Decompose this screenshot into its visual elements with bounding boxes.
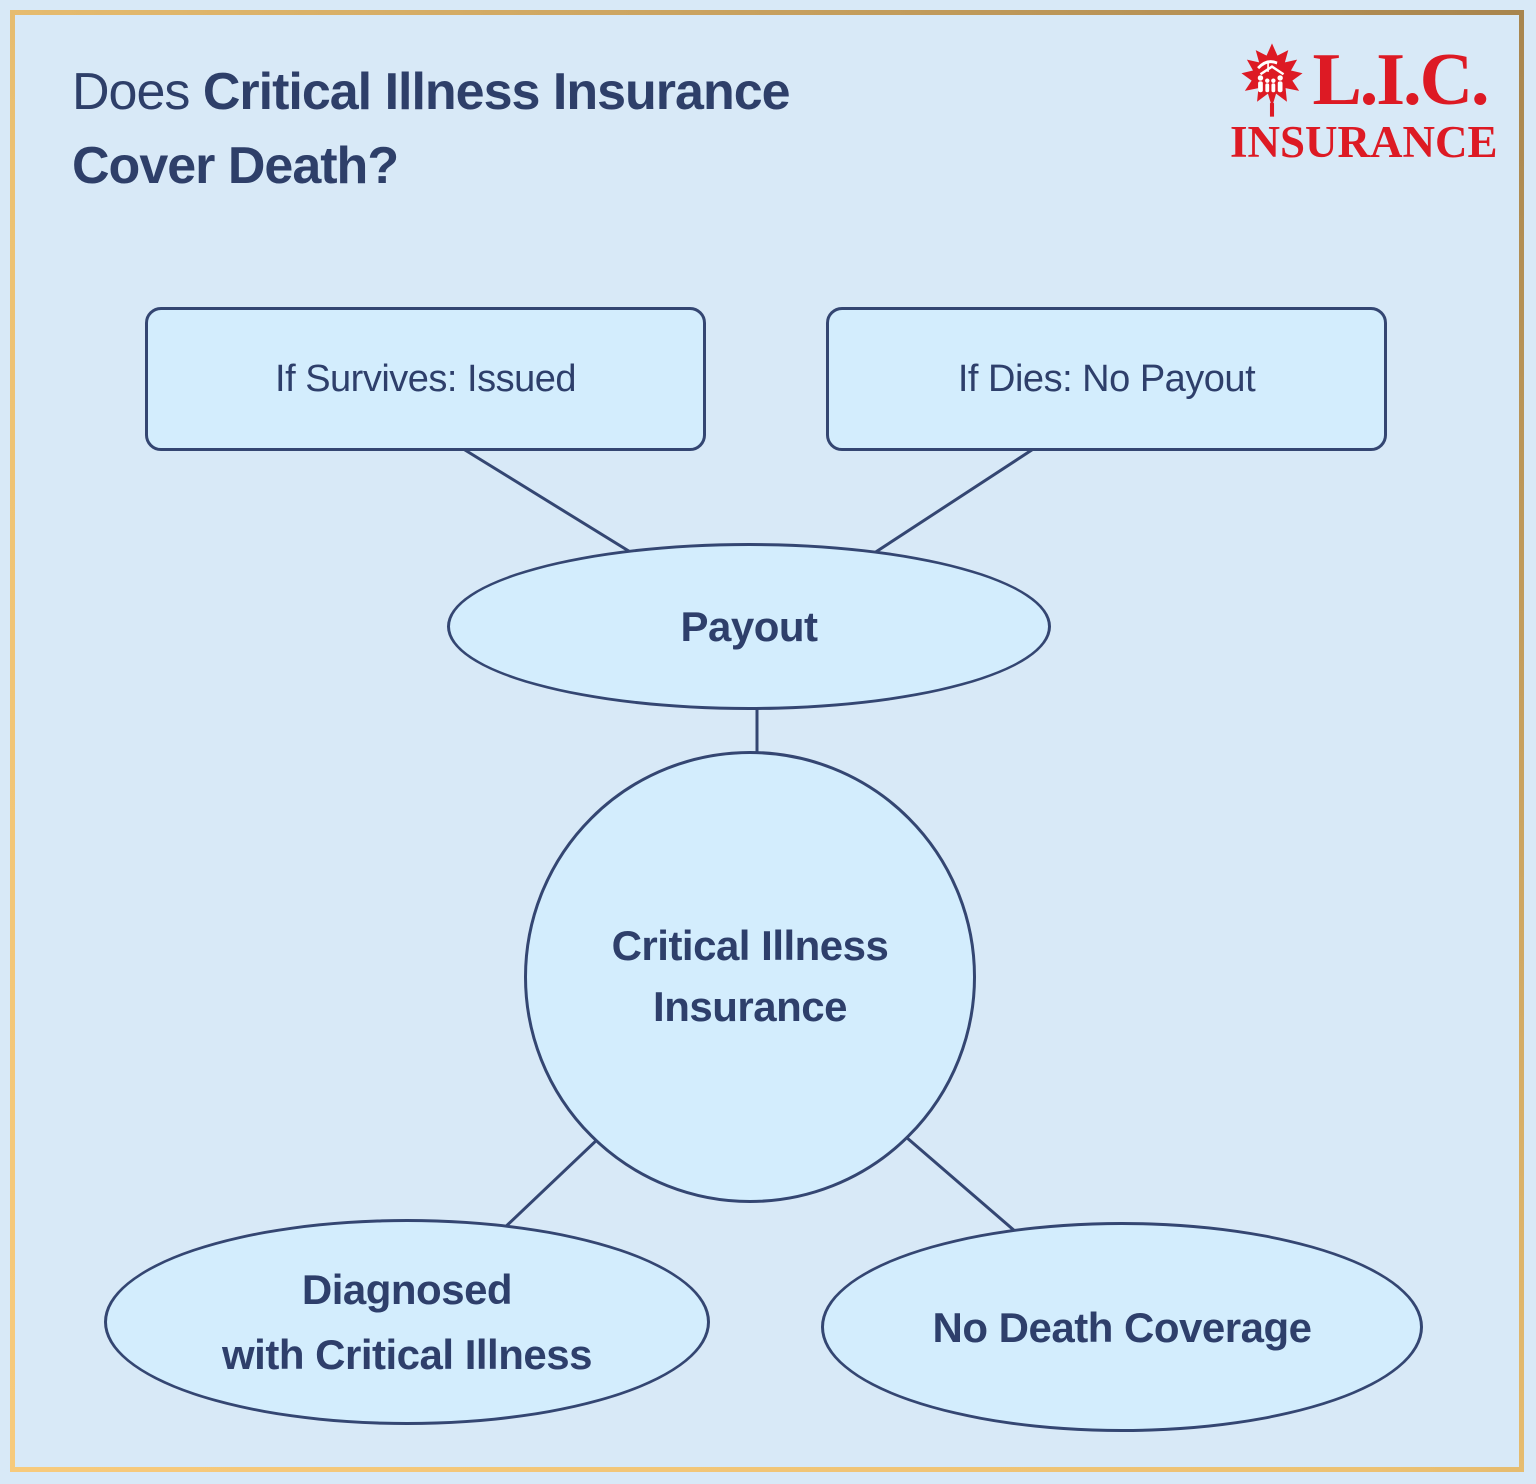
node-no-death-coverage-label: No Death Coverage (932, 1303, 1312, 1351)
node-if-survives-issued: If Survives: Issued (145, 307, 706, 451)
node-if-survives-issued-label: If Survives: Issued (275, 357, 576, 400)
node-critical-illness-line2: Insurance (653, 983, 847, 1030)
node-if-dies-no-payout-label: If Dies: No Payout (957, 357, 1256, 400)
node-diagnosed-line2: with Critical Illness (222, 1331, 592, 1378)
node-no-death-coverage: No Death Coverage (821, 1222, 1423, 1432)
node-diagnosed-label: Diagnosed with Critical Illness (222, 1257, 592, 1387)
node-if-dies-no-payout: If Dies: No Payout (826, 307, 1387, 451)
node-payout: Payout (447, 543, 1051, 710)
node-payout-label: Payout (680, 603, 818, 650)
node-critical-illness-line1: Critical Illness (611, 922, 889, 970)
node-diagnosed-line1: Diagnosed (301, 1265, 513, 1313)
node-critical-illness-insurance-label: Critical Illness Insurance (612, 916, 889, 1038)
node-critical-illness-insurance: Critical Illness Insurance (524, 751, 976, 1203)
node-diagnosed-with-critical-illness: Diagnosed with Critical Illness (104, 1219, 710, 1425)
